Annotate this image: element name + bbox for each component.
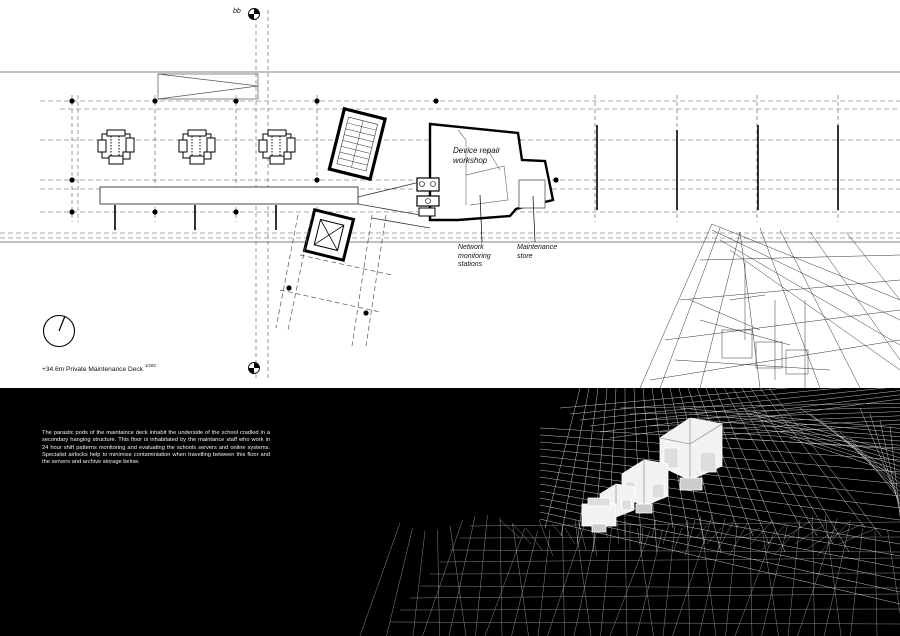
plan-scale: 1/200 — [144, 363, 156, 368]
project-description: The parastic pods of the maintaince deck… — [42, 430, 270, 466]
roof-void — [157, 73, 259, 100]
north-arrow-icon — [42, 314, 76, 348]
maintenance-store-label: Maintenance store — [517, 244, 558, 260]
ground-mesh — [359, 515, 900, 636]
device-repair-label: Device repair workshop — [453, 146, 501, 165]
pod-plans — [97, 129, 296, 165]
hanging-pods — [581, 417, 723, 533]
structural-grid — [0, 100, 900, 239]
columns — [114, 125, 839, 230]
wireframe-upper — [639, 223, 900, 388]
deck-boundary — [0, 71, 900, 243]
corridor — [99, 186, 359, 205]
angled-bridge — [275, 214, 393, 347]
section-marker-label: bb — [233, 8, 241, 15]
perspective-panel — [0, 388, 900, 636]
workshop-block — [416, 122, 555, 243]
stair-core — [327, 106, 388, 182]
wireframe-perspective — [539, 388, 900, 605]
plan-title-text: +34.6m Private Maintenance Deck — [42, 366, 143, 373]
plan-title: +34.6m Private Maintenance Deck 1/200 — [42, 363, 156, 373]
section-marker-icon — [248, 8, 260, 374]
floor-plan-drawing — [0, 8, 900, 388]
lift-core — [302, 207, 356, 263]
network-monitoring-label: Network monitoring stations — [458, 244, 491, 268]
